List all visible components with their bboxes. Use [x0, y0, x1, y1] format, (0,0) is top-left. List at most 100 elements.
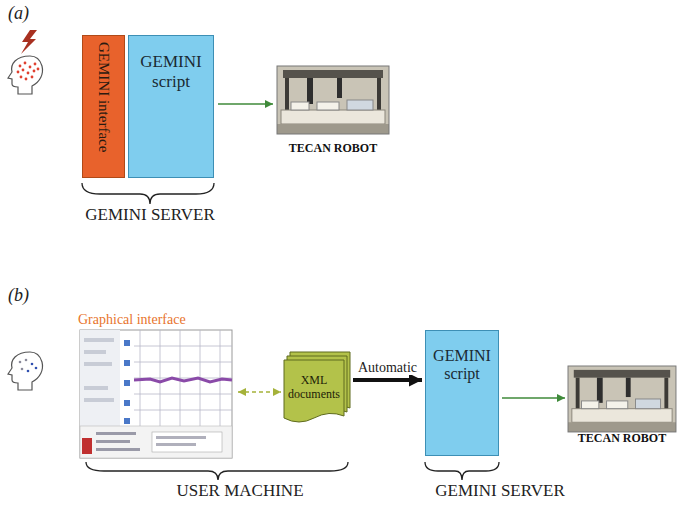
robot-photo [347, 100, 373, 110]
screenshot-image [84, 386, 108, 390]
document-stack [284, 360, 344, 422]
script-box: GEMINI script [128, 35, 214, 178]
robot-photo [337, 78, 342, 98]
robot-photo [576, 378, 580, 413]
screenshot-image [80, 426, 232, 458]
screenshot-image [96, 440, 130, 443]
robot-photo [597, 378, 603, 403]
robot-photo [307, 78, 313, 104]
head-icon [19, 65, 22, 68]
head-icon [8, 352, 43, 390]
robot-figure: TECAN ROBOT [277, 66, 389, 162]
curly-brace [82, 183, 214, 204]
interface-box: GEMINI interface [82, 35, 125, 178]
head-icon [22, 69, 25, 72]
robot-photo [317, 102, 339, 110]
screenshot-image [124, 380, 130, 386]
panel-heading: Graphical interface [78, 312, 186, 328]
robot-photo [291, 102, 309, 110]
robot-photo [568, 422, 676, 432]
interface-screenshot: Graphical interface [78, 312, 234, 460]
head-icon [20, 76, 23, 79]
robot-photo [607, 401, 628, 409]
head-icon [27, 72, 30, 75]
figure-caption: TECAN ROBOT [289, 142, 377, 156]
screenshot-image [96, 448, 140, 451]
panel-letter: (a) [8, 4, 29, 24]
robot-photo [277, 124, 389, 134]
robot-figure: TECAN ROBOT [568, 366, 676, 452]
flow-arrow [238, 391, 281, 393]
head-icon [8, 352, 43, 390]
robot-photo [568, 366, 676, 432]
robot-photo [574, 370, 670, 378]
screenshot-image [82, 438, 92, 454]
box-label: GEMINI script [132, 52, 210, 91]
automatic-arrow [353, 378, 422, 382]
lightning-bolt [21, 30, 37, 54]
screenshot-image [152, 432, 222, 452]
edge-label: Automatic [356, 360, 419, 375]
flow-arrow [502, 397, 565, 399]
robot-photo [626, 378, 631, 397]
head-icon [25, 359, 28, 362]
screenshot-image [124, 360, 130, 366]
robot-photo [572, 409, 672, 423]
head-icon [8, 56, 43, 94]
curly-brace [425, 462, 499, 480]
screenshot-image [124, 340, 130, 346]
box-label: GEMINI interface [95, 42, 112, 152]
head-icon [35, 367, 38, 370]
robot-photo [283, 70, 383, 78]
head-icon [33, 70, 36, 73]
head-icon [27, 370, 30, 373]
head-icon [37, 68, 40, 71]
screenshot-image [84, 350, 106, 354]
screenshot-image [84, 362, 112, 366]
robot-photo [285, 78, 289, 114]
box-label: GEMINI script [429, 347, 495, 384]
head-icon [31, 363, 34, 366]
panel-letter: (b) [8, 286, 29, 306]
curly-brace [86, 462, 348, 480]
screenshot-image [80, 330, 120, 426]
robot-photo [635, 399, 660, 409]
document-stack [284, 352, 350, 422]
screenshot-image [156, 436, 206, 439]
screenshot-image [84, 398, 114, 402]
screenshot-image [156, 443, 196, 446]
box-label: XML documents [284, 374, 344, 402]
robot-photo [568, 366, 676, 432]
screenshot-image [134, 378, 232, 382]
robot-photo [664, 378, 668, 413]
head-icon [17, 71, 20, 74]
head-icon [31, 76, 34, 79]
robot-photo [277, 66, 389, 134]
robot-photo [277, 66, 389, 134]
screenshot-image [96, 432, 136, 435]
figure-caption: TECAN ROBOT [578, 432, 666, 446]
robot-photo [281, 110, 385, 124]
screenshot-image [134, 330, 232, 426]
screenshot-image [124, 400, 130, 406]
group-label: GEMINI SERVER [435, 482, 564, 501]
head-icon [19, 361, 22, 364]
head-icon [25, 78, 28, 81]
group-label: GEMINI SERVER [85, 206, 214, 225]
screenshot-image [80, 330, 232, 458]
xml-documents: XML documents [284, 352, 350, 428]
head-icon [21, 368, 24, 371]
head-icon [34, 63, 37, 66]
robot-photo [568, 366, 676, 432]
robot-photo [377, 78, 381, 114]
head-icon [24, 62, 27, 65]
robot-photo [277, 66, 389, 134]
head-icon [29, 66, 32, 69]
screenshot-image [84, 338, 114, 342]
group-label: USER MACHINE [176, 482, 303, 501]
screenshot-image [124, 418, 130, 424]
robot-photo [581, 401, 598, 409]
script-box: GEMINI script [425, 330, 499, 456]
head-icon [8, 56, 43, 94]
